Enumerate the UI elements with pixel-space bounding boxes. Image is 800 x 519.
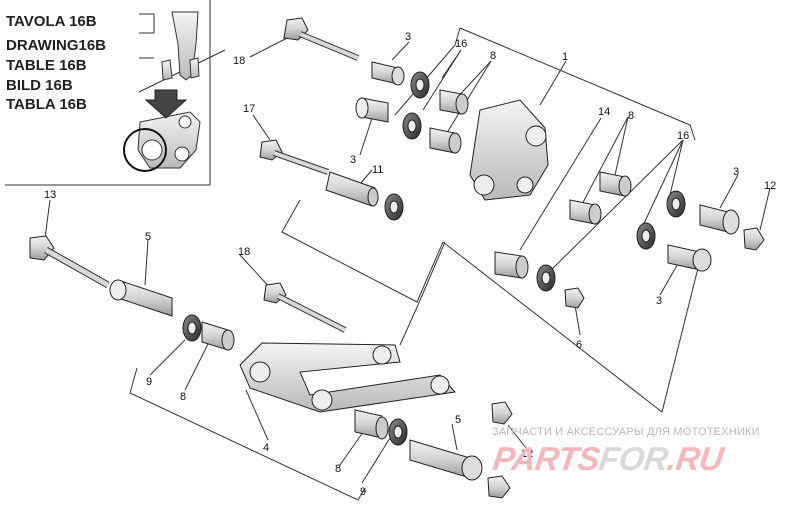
inset-fork-sketch — [137, 11, 201, 169]
inset-row-code: 16B — [78, 37, 107, 54]
spacer-11 — [325, 171, 379, 207]
inset-row-code: 16B — [45, 77, 73, 94]
seal-16-b — [402, 112, 422, 140]
callout-16-top: 16 — [455, 38, 467, 50]
inset-row-code: 16B — [59, 57, 87, 74]
pin-5-lower — [409, 439, 483, 481]
watermark-logo: PARTSFOR.RU — [490, 440, 725, 478]
leader-lines — [44, 34, 771, 484]
nut-6 — [564, 287, 585, 309]
callout-16-right: 16 — [677, 130, 689, 142]
callout-numbers: 18 3 16 8 1 17 3 11 14 8 16 3 12 13 5 18… — [44, 31, 776, 498]
callout-12-lower: 12 — [521, 448, 533, 460]
inset-row-table: TABLE 16B — [6, 58, 87, 73]
nut-12-lower — [491, 401, 513, 425]
seal-16-c — [384, 193, 404, 221]
callout-14: 14 — [598, 106, 610, 118]
bushing-3-lower-right — [667, 244, 712, 272]
callout-8-left: 8 — [180, 391, 186, 403]
pin-5-left — [109, 279, 173, 317]
inset-arrow-icon — [144, 89, 188, 119]
watermark-caption: ЗАПЧАСТИ И АКСЕССУАРЫ ДЛЯ МОТОТЕХНИКИ — [492, 426, 760, 438]
inset-row-tabla: TABLA 16B — [6, 97, 87, 112]
inset-row-tavola: TAVOLA 16B — [6, 14, 97, 29]
inset-row-drawing: DRAWING16B — [6, 38, 106, 53]
callout-3-right: 3 — [733, 166, 739, 178]
seal-16-a — [410, 71, 430, 99]
callout-12-right: 12 — [764, 180, 776, 192]
seal-16-right-b — [636, 222, 656, 250]
bearing-8-left — [201, 321, 235, 351]
inset-row-name: BILD — [6, 77, 41, 94]
callout-17: 17 — [243, 103, 255, 115]
inset-highlight-circle — [123, 128, 167, 172]
callout-8-lower: 8 — [335, 463, 341, 475]
callout-11: 11 — [372, 164, 383, 176]
callout-3-mid: 3 — [350, 154, 356, 166]
inset-row-name: TAVOLA — [6, 13, 65, 30]
bolt-13 — [29, 235, 110, 289]
watermark-logo-for: FOR — [596, 440, 671, 477]
callout-6: 6 — [576, 339, 582, 351]
inset-row-name: TABLA — [6, 96, 56, 113]
bushing-3-right — [699, 204, 740, 235]
bearing-8-lower — [354, 409, 389, 440]
bearing-8-a — [439, 89, 469, 115]
linkage-4 — [239, 342, 456, 413]
nut-12-right — [743, 227, 765, 251]
inset-row-name: TABLE — [6, 57, 55, 74]
callout-8-top: 8 — [490, 50, 496, 62]
seal-9-left — [182, 314, 202, 342]
callout-9-left: 9 — [146, 376, 152, 388]
callout-5-lower: 5 — [455, 414, 461, 426]
nut-12-bottom — [487, 475, 511, 499]
seal-16-lower — [536, 264, 556, 292]
bolt-17 — [259, 139, 329, 175]
bearing-8-right-a — [599, 171, 632, 197]
seal-16-right — [666, 190, 686, 218]
bushing-3-top — [371, 61, 405, 86]
inset-row-code: 16B — [69, 13, 97, 30]
callout-3-top: 3 — [405, 31, 411, 43]
callout-8-right: 8 — [628, 110, 634, 122]
callout-13: 13 — [44, 189, 56, 201]
callout-5-left: 5 — [145, 231, 151, 243]
bearing-8-b — [429, 127, 462, 154]
callout-18-top: 18 — [233, 55, 245, 67]
callout-1: 1 — [562, 51, 568, 63]
bushing-3-mid — [355, 97, 389, 123]
watermark-logo-ru: .RU — [664, 440, 726, 477]
bearing-14 — [494, 251, 529, 279]
rocker-arm-1 — [469, 99, 549, 201]
bolt-18-lower — [263, 282, 347, 333]
group-brackets — [129, 27, 701, 501]
inset-row-code: 16B — [59, 96, 87, 113]
callout-18-lower: 18 — [238, 246, 250, 258]
callout-9-lower: 9 — [360, 486, 366, 498]
watermark-logo-parts: PARTS — [490, 440, 602, 477]
inset-row-name: DRAWING — [6, 37, 79, 54]
callout-4: 4 — [263, 442, 269, 454]
bolt-18-top — [283, 17, 360, 61]
seal-9-lower — [388, 418, 408, 446]
bearing-8-right-b — [569, 199, 602, 225]
callout-3-lower: 3 — [656, 295, 662, 307]
inset-row-bild: BILD 16B — [6, 78, 73, 93]
